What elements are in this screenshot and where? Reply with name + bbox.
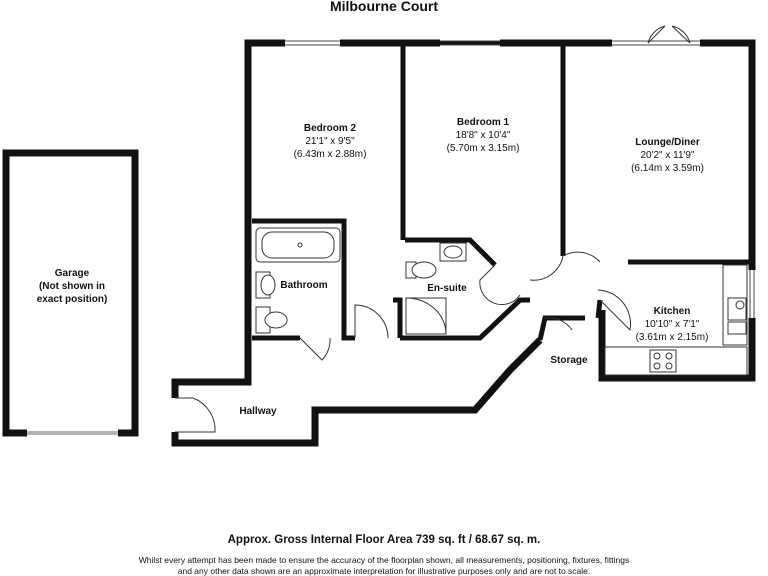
kitchen-dim-metric: (3.61m x 2.15m) [635, 332, 709, 343]
kitchen-dim-imperial: 10'10" x 7'1" [644, 319, 700, 330]
bathroom-label: Bathroom [275, 279, 333, 292]
bedroom-2-dim-metric: (6.43m x 2.88m) [293, 149, 367, 160]
bedroom-2-dim-imperial: 21'1" x 9'5" [305, 136, 355, 147]
exterior-walls [171, 39, 756, 447]
lounge-dim-metric: (6.14m x 3.59m) [631, 163, 704, 174]
windows [285, 40, 755, 318]
bathroom-name: Bathroom [280, 280, 328, 291]
interior-walls [252, 40, 752, 378]
bedroom-2-label: Bedroom 2 21'1" x 9'5" (6.43m x 2.88m) [275, 122, 385, 161]
ensuite-fixtures [405, 242, 467, 335]
storage-name: Storage [550, 355, 588, 366]
disclaimer-line-1: Whilst every attempt has been made to en… [138, 555, 630, 565]
bedroom-1-dim-imperial: 18'8" x 10'4" [455, 130, 511, 141]
ensuite-name: En-suite [427, 283, 467, 294]
kitchen-label: Kitchen 10'10" x 7'1" (3.61m x 2.15m) [622, 305, 722, 344]
garage-walls [2, 149, 139, 437]
plan-title: Milbourne Court [329, 0, 439, 14]
garage-note-line2: exact position) [36, 294, 108, 305]
bedroom-1-name: Bedroom 1 [456, 117, 510, 128]
bedroom-1-label: Bedroom 1 18'8" x 10'4" (5.70m x 3.15m) [428, 116, 538, 155]
hallway-label: Hallway [230, 405, 286, 418]
floor-area: Approx. Gross Internal Floor Area 739 sq… [227, 534, 541, 546]
lounge-dim-imperial: 20'2" x 11'9" [640, 150, 695, 161]
door-swings [175, 25, 691, 433]
kitchen-fixtures [604, 264, 748, 376]
kitchen-name: Kitchen [653, 306, 691, 317]
disclaimer-line-2: and any other data shown are an approxim… [177, 566, 591, 576]
lounge-label: Lounge/Diner 20'2" x 11'9" (6.14m x 3.59… [610, 136, 725, 175]
lounge-name: Lounge/Diner [635, 137, 700, 148]
bedroom-1-dim-metric: (5.70m x 3.15m) [446, 143, 520, 154]
hallway-name: Hallway [239, 406, 277, 417]
garage-name: Garage [54, 268, 90, 279]
bathroom-fixtures [255, 227, 341, 334]
garage-label: Garage (Not shown in exact position) [22, 267, 122, 306]
ensuite-label: En-suite [418, 282, 476, 295]
garage-note-line1: (Not shown in [38, 281, 106, 292]
bedroom-2-name: Bedroom 2 [303, 123, 357, 134]
storage-label: Storage [541, 354, 597, 367]
